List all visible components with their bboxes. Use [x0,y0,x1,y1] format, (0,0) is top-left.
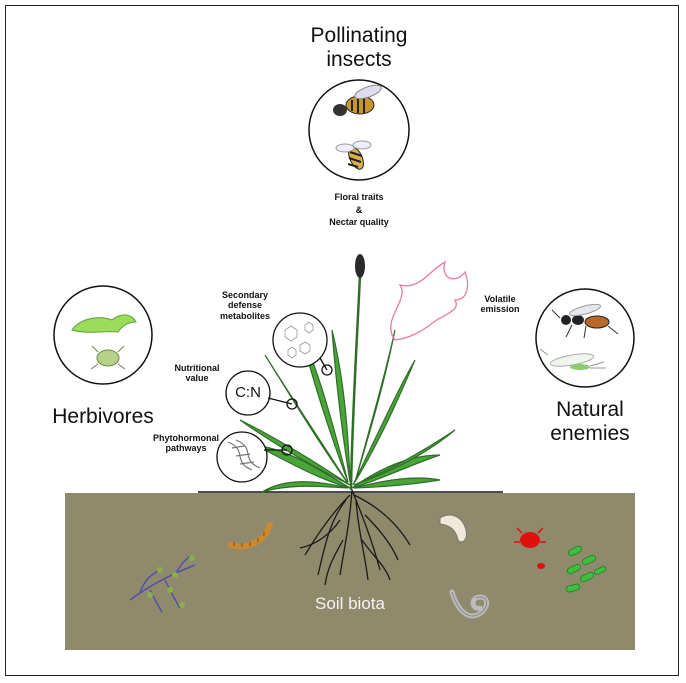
mycorrhiza-spores [147,555,195,608]
bacteria-icon [565,545,607,593]
soil-layer [65,493,635,650]
phyto-line2: pathways [165,443,207,454]
pollinators-circle [308,79,410,181]
hoverfly-icon [335,140,372,170]
plant-leaves [239,329,456,493]
plant-roots [299,489,411,586]
volatile-line1: Volatile [484,294,516,304]
floral-line1: Floral traits [334,192,384,202]
secondary-label: Secondary defense metabolites [205,290,285,321]
volatile-line2: emission [480,304,520,315]
natural-enemies-circle [535,288,635,388]
nutritional-label: Nutritional value [163,363,231,384]
aphid-icon [90,345,126,370]
secondary-line2: defense [227,300,262,311]
herbivores-circle [53,285,153,385]
flower-spike [355,254,365,278]
nutritional-line2: value [185,373,209,384]
leaf-callouts [216,312,333,483]
wireworm-icon [227,522,273,550]
bee-icon [333,84,382,116]
natural-enemies-line1: Natural [556,398,624,421]
pollinators-line2: insects [326,48,392,72]
dna-sketch [227,439,261,471]
mite-icon [514,527,546,569]
wasp-icon [551,303,619,339]
nematode-icon [449,589,490,619]
figure-border [5,5,679,676]
pollinators-label: Pollinating insects [279,24,439,72]
floral-line3: Nectar quality [329,217,389,228]
phyto-label: Phytohormonal pathways [148,433,224,454]
phyto-line1: Phytohormonal [152,433,219,443]
volatile-label: Volatile emission [470,294,530,315]
caterpillar-icon [71,314,137,333]
secondary-line3: metabolites [219,310,270,321]
floral-line2: & [355,204,363,215]
herbivores-label: Herbivores [52,405,154,428]
floral-label: Floral traits & Nectar quality [309,191,409,229]
nutritional-line1: Nutritional [174,363,220,373]
secondary-line1: Secondary [221,290,269,300]
pollinators-line1: Pollinating [310,24,408,47]
lacewing-icon [539,348,606,370]
cn-label: C:N [235,384,261,401]
natural-enemies-label: Natural enemies [530,398,650,446]
grub-icon [439,514,467,543]
flower-stem [349,274,362,491]
metabolites-sketch [284,321,314,359]
volatile-plume [390,260,469,341]
natural-enemies-line2: enemies [550,422,630,446]
soil-biota-label: Soil biota [315,594,385,613]
